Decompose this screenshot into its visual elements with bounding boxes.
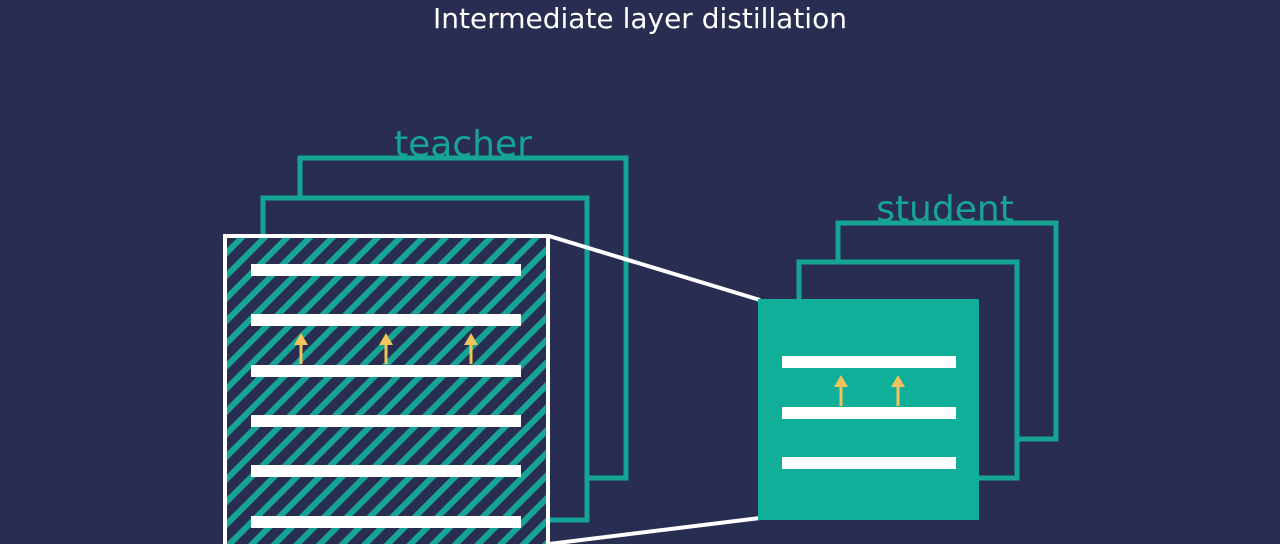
arrow-up-icon (834, 375, 848, 406)
student-row (782, 356, 956, 368)
student-front-layer (758, 299, 979, 520)
teacher-row (251, 415, 521, 427)
teacher-row (251, 516, 521, 528)
teacher-row (251, 465, 521, 477)
student-rows (782, 356, 956, 469)
teacher-row (251, 314, 521, 326)
teacher-label: teacher (394, 124, 532, 165)
arrow-up-icon (464, 333, 478, 364)
student-row (782, 457, 956, 469)
arrow-up-icon (379, 333, 393, 364)
teacher-row (251, 264, 521, 276)
teacher-arrows (294, 333, 478, 364)
diagram-title: Intermediate layer distillation (433, 2, 847, 35)
projection-lines (548, 234, 761, 544)
arrow-up-icon (891, 375, 905, 406)
teacher-front-layer (223, 234, 550, 544)
projection-line-bottom (548, 516, 761, 544)
student-label: student (876, 189, 1014, 230)
arrow-up-icon (294, 333, 308, 364)
projection-line-top (548, 234, 761, 302)
teacher-row (251, 365, 521, 377)
teacher-rows (251, 264, 521, 528)
student-row (782, 407, 956, 419)
student-arrows (834, 375, 905, 406)
